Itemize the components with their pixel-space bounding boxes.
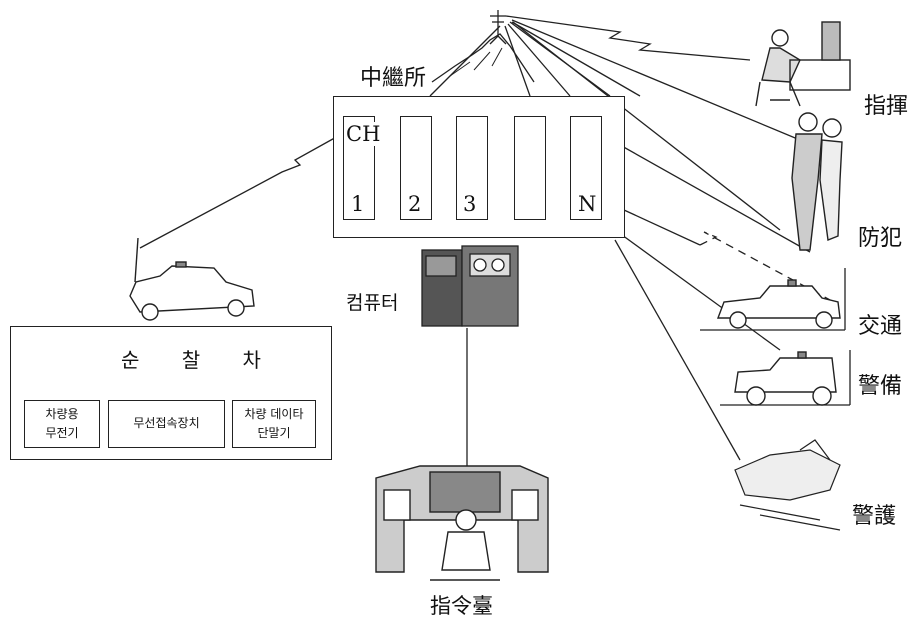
role-label-security: 警備 <box>858 376 902 398</box>
computer-icon <box>422 246 518 326</box>
unit-line: 차량용 <box>25 405 99 424</box>
radio-link-relay-1 <box>430 26 500 96</box>
channel-header-label: CH <box>345 122 381 146</box>
link-traffic <box>624 210 700 245</box>
patrol-car-title: 순 찰 차 <box>120 350 280 370</box>
role-label-command: 指揮 <box>864 96 908 118</box>
unit-line: 차량 데이타 <box>233 405 315 424</box>
mountain-icon <box>432 34 534 82</box>
unit-line: 무선접속장치 <box>109 401 224 445</box>
channel-slot-4 <box>514 116 546 220</box>
channel-number: 1 <box>351 192 364 216</box>
relay-station-label: 中繼所 <box>360 68 426 90</box>
link-escort <box>615 240 740 460</box>
channel-number: N <box>578 192 596 216</box>
role-label-traffic: 交通 <box>858 316 902 338</box>
security-jeep-icon <box>735 352 836 405</box>
role-label-crime-prevention: 防犯 <box>858 228 902 250</box>
radio-link-dispatch <box>506 16 750 60</box>
role-label-escort: 警護 <box>852 506 896 528</box>
patrol-officers-icon <box>792 113 842 250</box>
link-security <box>622 235 780 350</box>
command-center-label: 指令臺 <box>430 596 493 617</box>
command-console-icon <box>376 466 548 580</box>
vehicle-radio-unit: 차량용 무전기 <box>24 400 100 448</box>
channel-number: 2 <box>408 192 421 216</box>
traffic-car-icon <box>718 280 840 328</box>
channel-number: 3 <box>463 192 476 216</box>
radio-interface-unit: 무선접속장치 <box>108 400 225 448</box>
patrol-car-icon <box>130 238 254 320</box>
vehicle-data-terminal-unit: 차량 데이타 단말기 <box>232 400 316 448</box>
unit-line: 단말기 <box>233 424 315 443</box>
dispatcher-figure-icon <box>756 22 850 106</box>
escort-motorcycle-icon <box>735 440 840 530</box>
computer-label: 컴퓨터 <box>346 294 398 313</box>
link-patrol-car <box>140 135 340 248</box>
unit-line: 무전기 <box>25 424 99 443</box>
